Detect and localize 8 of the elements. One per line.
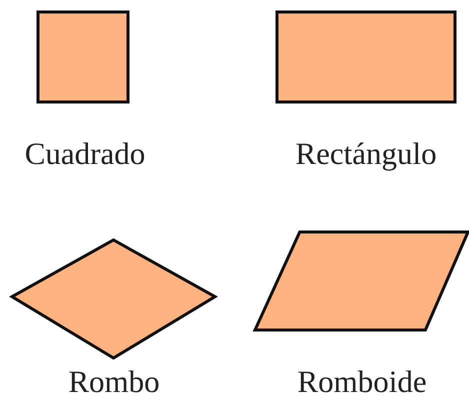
shape-caption: Rombo: [68, 366, 160, 397]
square-shape: [36, 10, 130, 104]
shape-caption: Rectángulo: [295, 138, 437, 169]
shape-caption: Romboide: [297, 366, 427, 397]
shape-caption: Cuadrado: [24, 138, 146, 169]
rhomboid-shape: [252, 230, 469, 332]
rectangle-shape: [276, 10, 456, 104]
rhombus-shape: [9, 238, 218, 360]
